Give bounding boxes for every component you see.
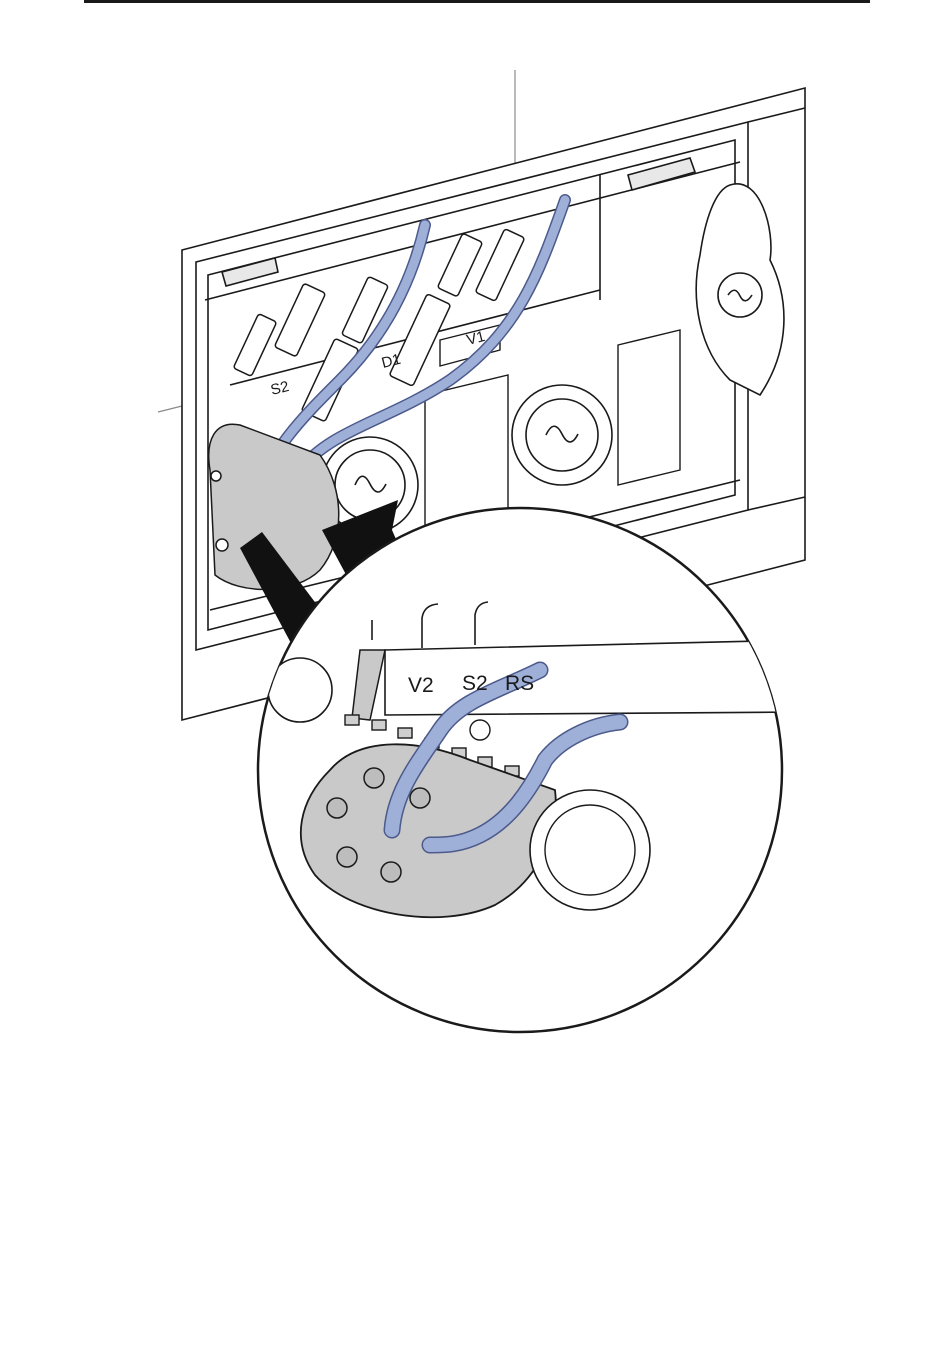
detail-label-s2: S2 xyxy=(462,672,488,695)
detail-magnifier xyxy=(258,508,800,1032)
detail-label-v2: V2 xyxy=(408,674,434,697)
detail-label-rs: RS xyxy=(505,672,534,695)
